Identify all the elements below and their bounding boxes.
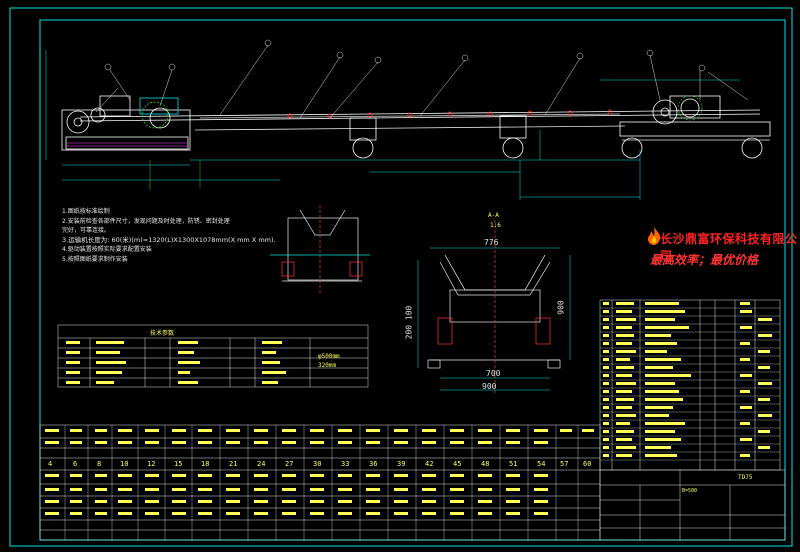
- note-line: 2.安装前检查各部件尺寸，发现问题及时处理，防锈、密封处理: [62, 217, 230, 225]
- dim-height-left: 200 100: [404, 305, 414, 340]
- column-number: 33: [341, 460, 350, 468]
- column-number: 36: [369, 460, 378, 468]
- column-number: 6: [73, 460, 78, 468]
- section-aa: [427, 220, 561, 395]
- column-number: 12: [147, 460, 156, 468]
- column-number: 21: [229, 460, 238, 468]
- note-line: 1.图纸按标准绘制: [62, 208, 110, 215]
- column-number: 4: [48, 460, 53, 468]
- flame-logo-icon: [648, 227, 661, 245]
- bottom-table-glyphs: [45, 429, 594, 515]
- drive-pulley: [141, 101, 169, 129]
- column-number: 39: [397, 460, 406, 468]
- column-number: 51: [509, 460, 518, 468]
- dimension-lines: [45, 50, 740, 200]
- param-table: [57, 324, 369, 388]
- dim-diameter-a: φ500mm: [318, 353, 340, 360]
- outer-frame: [9, 7, 793, 547]
- dim-width-inner: 700: [486, 369, 501, 378]
- column-number: 57: [560, 460, 569, 468]
- column-number: 10: [120, 460, 129, 468]
- conveyor-elevation: [61, 95, 771, 159]
- dim-width-top: 776: [484, 238, 499, 247]
- column-number: 27: [285, 460, 294, 468]
- note-line: 完好，可靠连接。: [62, 227, 111, 234]
- dim-diameter-b: 320mm: [318, 362, 337, 369]
- side-view: [270, 205, 370, 295]
- column-number: 48: [481, 460, 490, 468]
- company-slogan: 最高效率；最优价格: [650, 253, 759, 267]
- column-number: 54: [537, 460, 546, 468]
- company-name: 长沙鼎富环保科技有限公司: [660, 232, 798, 263]
- parts-list-glyphs: [603, 302, 772, 457]
- technical-notes: 1.图纸按标准绘制 2.安装前检查各部件尺寸，发现问题及时处理，防锈、密封处理 …: [62, 207, 282, 264]
- title-block: [599, 469, 786, 541]
- column-number: 45: [453, 460, 462, 468]
- leader-lines: [95, 44, 749, 119]
- column-number: 30: [313, 460, 322, 468]
- column-number: 18: [201, 460, 210, 468]
- title-block-scale: B=500: [682, 488, 698, 494]
- bottom-table-cols: [64, 425, 579, 540]
- note-line: 3.运输机长度为: 60(米)(m)=1320(L)X1300X1078mm(X…: [62, 235, 276, 244]
- parts-list-rows: [600, 307, 780, 461]
- param-table-glyphs: [66, 341, 286, 384]
- dim-height-right: 900: [556, 300, 566, 315]
- drawing-number: TD75: [738, 474, 753, 481]
- note-line: 4.驱动装置按照实际要求配置安装: [62, 246, 152, 253]
- section-scale: 1:6: [490, 222, 501, 229]
- bottom-table: [39, 424, 601, 541]
- green-dims: [149, 160, 201, 190]
- dim-width-outer: 900: [482, 382, 497, 391]
- column-number: 8: [97, 460, 102, 468]
- section-label: A-A: [488, 212, 499, 219]
- balloons: [104, 39, 706, 72]
- parts-list: [599, 299, 781, 471]
- column-number: 42: [425, 460, 434, 468]
- column-number: 60: [583, 460, 592, 468]
- param-table-title: 技术参数: [150, 330, 175, 337]
- tail-hatch: [66, 142, 188, 147]
- column-number: 15: [174, 460, 183, 468]
- note-line: 5.按照图纸要求制作安装: [62, 255, 128, 263]
- section-dims: [417, 247, 571, 391]
- column-number: 24: [257, 460, 266, 468]
